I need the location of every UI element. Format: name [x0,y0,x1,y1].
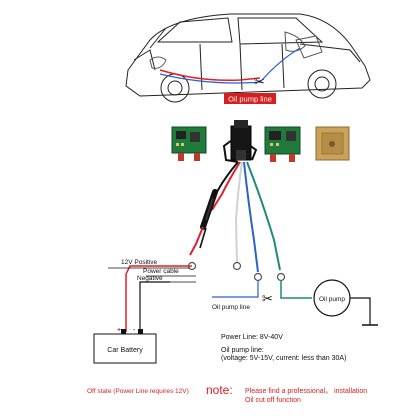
inline-fuse-holder [200,189,218,230]
oil-pump-line-label: Oil pump line [212,304,250,311]
car-red-wire [159,69,261,82]
ring-terminal-green [276,272,286,282]
oil-pump-green-wire [280,280,312,299]
pcb-module-left [171,126,207,161]
label-negative: Negative [137,275,163,282]
label-12v-positive: 12V Positive [121,259,158,266]
oil-pump-line-wire [212,280,259,298]
spec-oil-pump-detail: (voltage: 5V-15V, current: less than 30A… [221,355,346,362]
label-power-cable: Power cable [143,268,179,275]
footer-off-state: Off state (Power Line requires 12V) [87,388,189,395]
red-wire [211,161,241,211]
car-scissors-icon: ✂ [254,74,265,89]
car-battery [93,329,157,364]
black-wire-lower [199,227,207,249]
white-wire [234,161,243,263]
footer-note-line2: Oil cut off function [245,397,301,404]
battery-positive-wire [125,265,192,332]
footer-note-line1: Please find a professional， installation [245,388,367,395]
pcb-module-right [264,126,301,162]
ring-terminal-white [232,261,242,271]
battery-plus-sign: + [117,327,121,334]
blue-wire [243,161,259,273]
car-battery-label: Car Battery [107,347,143,354]
car-blue-wire-2 [261,47,301,81]
battery-minus-sign: - [133,327,136,334]
gps-antenna [315,126,350,161]
car-oil-pump-label-box [224,93,276,104]
green-wire [246,161,281,271]
car-illustration [125,13,371,103]
spec-power-line: Power Line: 8V-40V [221,334,283,341]
oil-pump-label: Oil pump [319,296,345,303]
car-oil-pump-label: Oil pump line [228,95,272,104]
oil-pump-ground [350,297,371,325]
footer-note-label: note: [206,383,233,397]
red-wire-lower [189,226,204,256]
car-blue-wire [159,73,263,84]
ring-terminal-blue [253,272,263,282]
spec-oil-pump-title: Oil pump line: [221,347,264,354]
relay-harness [222,120,258,163]
cut-scissors-icon: ✂ [262,291,273,306]
black-wire [209,161,239,206]
battery-negative-wire [139,281,170,332]
